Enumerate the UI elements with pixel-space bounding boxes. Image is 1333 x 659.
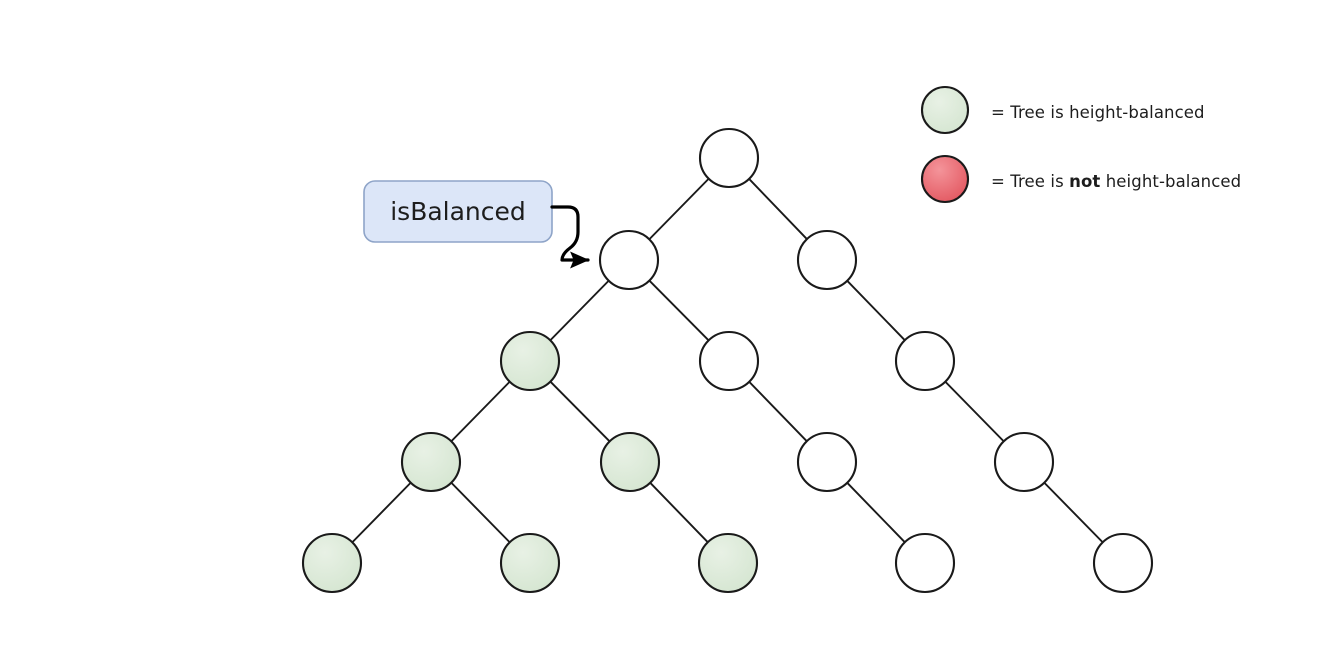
tree-node-left-right-right[interactable] (796, 431, 858, 493)
tree-node-left-subtree-root[interactable] (598, 229, 660, 291)
callout-pointer-arrow (550, 205, 590, 269)
tree-edge-layer (350, 177, 1105, 544)
legend-label-prefix: = Tree is height-balanced (991, 103, 1205, 122)
callout-label: isBalanced (390, 197, 526, 226)
tree-node-leaf-balanced-1[interactable] (301, 532, 363, 594)
tree-edge (943, 380, 1006, 443)
tree-node-leaf-balanced-2[interactable] (499, 532, 561, 594)
tree-edge (747, 177, 809, 241)
legend-label-prefix: = Tree is (991, 172, 1070, 191)
tree-node-leaf-balanced-3[interactable] (697, 532, 759, 594)
callout-box-isbalanced[interactable] (363, 180, 553, 243)
tree-edge (647, 177, 711, 241)
tree-node-layer (301, 127, 1154, 594)
legend-item-label: = Tree is not height-balanced (991, 172, 1241, 191)
legend-swatch-layer (920, 85, 970, 204)
tree-edge (549, 380, 611, 443)
tree-edge (1042, 481, 1105, 544)
tree-edge (845, 481, 907, 544)
tree-edge (747, 380, 809, 443)
tree-edge (648, 279, 710, 342)
unbalanced-circle-swatch (920, 154, 970, 204)
tree-node-leaf-plain-2[interactable] (1092, 532, 1154, 594)
tree-edge (449, 481, 512, 544)
tree-edge (350, 481, 413, 544)
legend-item-label: = Tree is height-balanced (991, 103, 1205, 122)
tree-node-right-subtree-root[interactable] (796, 229, 858, 291)
tree-edge (548, 279, 611, 342)
tree-node-leaf-plain-1[interactable] (894, 532, 956, 594)
callout-group (363, 180, 590, 269)
tree-edge (845, 279, 907, 342)
tree-node-right-right[interactable] (894, 330, 956, 392)
tree-node-right-right-right[interactable] (993, 431, 1055, 493)
legend-label-emphasis: not (1069, 172, 1101, 191)
balanced-circle-swatch (920, 85, 970, 135)
tree-node-left-right[interactable] (698, 330, 760, 392)
tree-node-balanced-inner-left[interactable] (400, 431, 462, 493)
legend-label-suffix: height-balanced (1100, 172, 1242, 191)
tree-node-balanced-inner-right[interactable] (599, 431, 661, 493)
tree-edge (449, 380, 512, 443)
tree-node-root[interactable] (698, 127, 760, 189)
tree-node-balanced-subtree-root[interactable] (499, 330, 561, 392)
tree-edge (648, 481, 710, 544)
